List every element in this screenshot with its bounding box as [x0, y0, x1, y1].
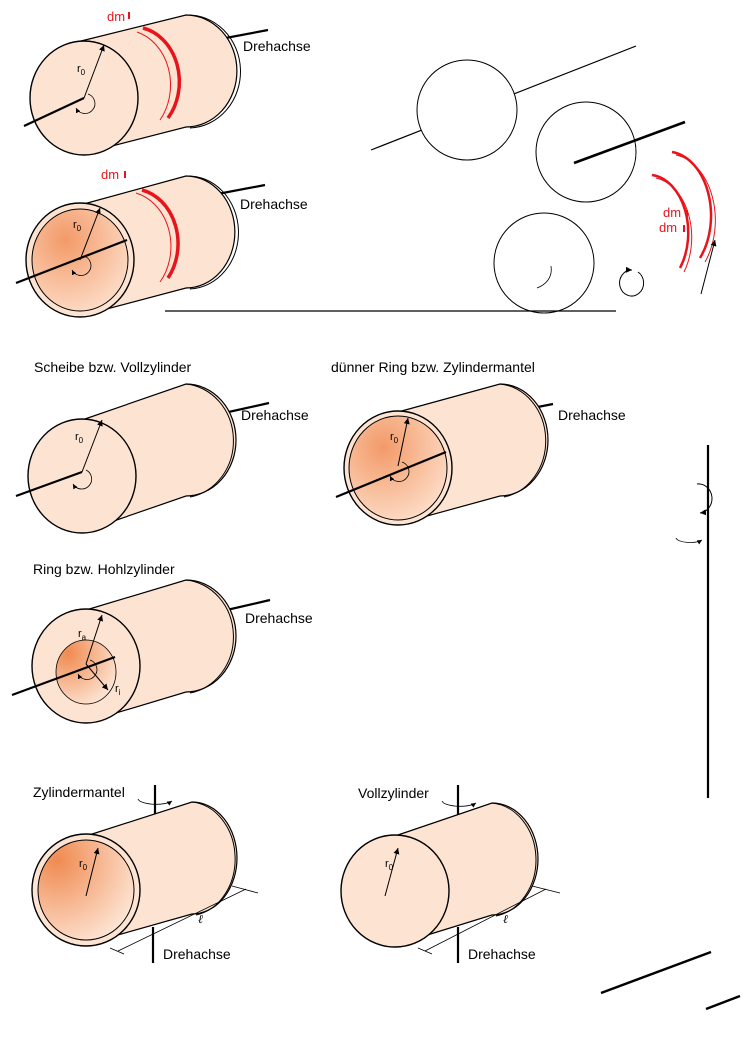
cylinder-with-mass-ring-2: r0 dm Drehachse — [15, 167, 308, 318]
bottom-axis-sketches — [600, 950, 741, 1011]
axis-line-2 — [705, 994, 741, 1011]
rotation-axis-front — [15, 470, 83, 498]
inner-radius-label: ri — [115, 683, 121, 697]
dm-marker — [124, 171, 126, 178]
dm-label-2: dm — [659, 220, 677, 235]
radius-arrow — [384, 847, 400, 897]
mass-arc-1 — [671, 150, 713, 259]
title-disk: Scheibe bzw. Vollzylinder — [34, 359, 192, 375]
title-shell: Zylindermantel — [33, 784, 125, 800]
inner-hole — [55, 639, 117, 705]
mass-ring — [142, 26, 182, 120]
rotation-arrow — [71, 255, 92, 276]
radius-arrow — [397, 417, 410, 467]
outer-radius-arrow — [85, 614, 103, 665]
rotation-arrow — [137, 798, 173, 806]
dm-marker-1 — [686, 210, 688, 217]
axis-segment — [573, 120, 686, 165]
mass-arc-2-edge — [655, 177, 693, 273]
axis-label: Drehachse — [468, 946, 536, 962]
circle-1 — [416, 59, 518, 161]
dm-label: dm — [101, 167, 119, 182]
title-hollow: Ring bzw. Hohlzylinder — [33, 561, 175, 577]
axis-label: Drehachse — [245, 610, 313, 626]
dimension-tick-2 — [109, 947, 125, 955]
rotation-axis-front — [15, 238, 128, 285]
inner-radius-arrow — [85, 663, 109, 691]
mass-ring-edge — [136, 31, 172, 121]
circle-2 — [535, 101, 637, 203]
radius-label: r0 — [73, 219, 82, 233]
cylinder-back-rim — [185, 14, 241, 129]
mass-arc-1-edge — [675, 154, 716, 263]
rotation-arrow — [77, 659, 98, 680]
cylinder-back-rim — [191, 801, 236, 916]
rotation-arrow — [619, 266, 645, 297]
hollow-cylinder: Ring bzw. Hohlzylinder ra ri Drehachse — [11, 561, 313, 724]
front-face — [340, 834, 450, 948]
circle-sketches: dm dm — [165, 45, 717, 314]
length-label: ℓ — [503, 912, 508, 926]
cylinder-back-rim — [185, 579, 234, 694]
rotation-axis-front — [11, 655, 116, 697]
radius-arrow — [83, 44, 105, 99]
radius-arrow — [81, 419, 103, 473]
dm-label-1: dm — [663, 205, 681, 220]
front-face — [27, 418, 137, 534]
axis-label: Drehachse — [241, 407, 309, 423]
axis-label: Drehachse — [243, 38, 311, 54]
rotation-arrow-1 — [696, 483, 713, 516]
thin-ring-cylinder: dünner Ring bzw. Zylindermantel r0 Dreha… — [331, 359, 626, 526]
title-solid: Vollzylinder — [358, 785, 429, 801]
radius-label: r0 — [390, 431, 399, 445]
mass-ring-edge — [135, 192, 172, 283]
solid-disk-cylinder: Scheibe bzw. Vollzylinder r0 Drehachse — [15, 359, 309, 534]
length-dimension — [424, 888, 547, 952]
rotation-arrow — [72, 469, 92, 490]
cylinder-back-rim — [491, 802, 537, 917]
radius-arrow — [700, 239, 717, 295]
radius-arrow — [85, 847, 100, 897]
mass-arc-2 — [651, 173, 690, 269]
length-dimension — [117, 888, 247, 952]
dm-label: dm — [107, 9, 125, 24]
front-face-inner — [37, 839, 135, 941]
length-label: ℓ — [198, 912, 203, 926]
radius-label: r0 — [77, 63, 86, 77]
axis-label: Drehachse — [163, 946, 231, 962]
axis-label: Drehachse — [240, 196, 308, 212]
cylinder-back-rim — [185, 383, 234, 498]
radius-arrow — [79, 207, 101, 261]
rotation-axis-front — [335, 450, 447, 499]
dimension-tick-1 — [531, 885, 561, 894]
axis-line-1 — [600, 950, 712, 995]
rotation-arrow-2 — [675, 537, 703, 545]
radius-label: r0 — [75, 431, 84, 445]
rotation-axis-front — [23, 97, 85, 127]
outer-radius-label: ra — [78, 628, 87, 642]
title-thin-ring: dünner Ring bzw. Zylindermantel — [331, 359, 535, 375]
rotation-arrow — [441, 800, 477, 808]
axis-label: Drehachse — [558, 407, 626, 423]
cylinder-shell-perpendicular: Zylindermantel r0 ℓ Drehachse — [31, 784, 259, 963]
vertical-axis-sketch — [675, 445, 713, 798]
radius-label: r0 — [385, 858, 394, 872]
mass-ring — [141, 188, 180, 279]
dm-marker — [128, 12, 130, 19]
rotation-arrow — [75, 93, 96, 114]
solid-cylinder-perpendicular: Vollzylinder r0 ℓ Drehachse — [340, 785, 561, 963]
circle-3 — [493, 212, 595, 314]
radius-label: r0 — [79, 858, 88, 872]
cylinder-back-rim — [499, 383, 547, 498]
cylinder-back-rim — [185, 175, 239, 290]
cylinder-with-mass-ring-1: r0 dm Drehachse — [23, 9, 311, 156]
front-face-inner — [348, 415, 448, 521]
dm-marker-2 — [683, 225, 685, 232]
small-arc — [536, 265, 552, 289]
rotation-arrow — [389, 461, 410, 482]
